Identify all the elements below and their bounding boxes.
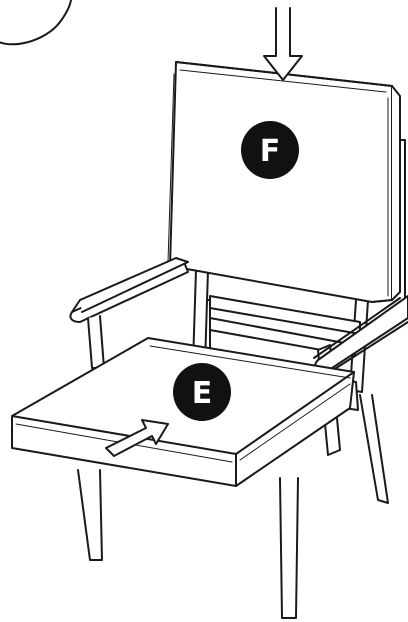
back-cushion [168, 62, 400, 302]
arrow-down-icon [264, 8, 302, 80]
front-legs [78, 470, 298, 618]
label-e: E [192, 376, 213, 411]
badge-f: F [241, 121, 299, 179]
badge-e: E [173, 363, 231, 421]
detail-callout-arc [0, 0, 71, 44]
label-f: F [260, 134, 281, 169]
